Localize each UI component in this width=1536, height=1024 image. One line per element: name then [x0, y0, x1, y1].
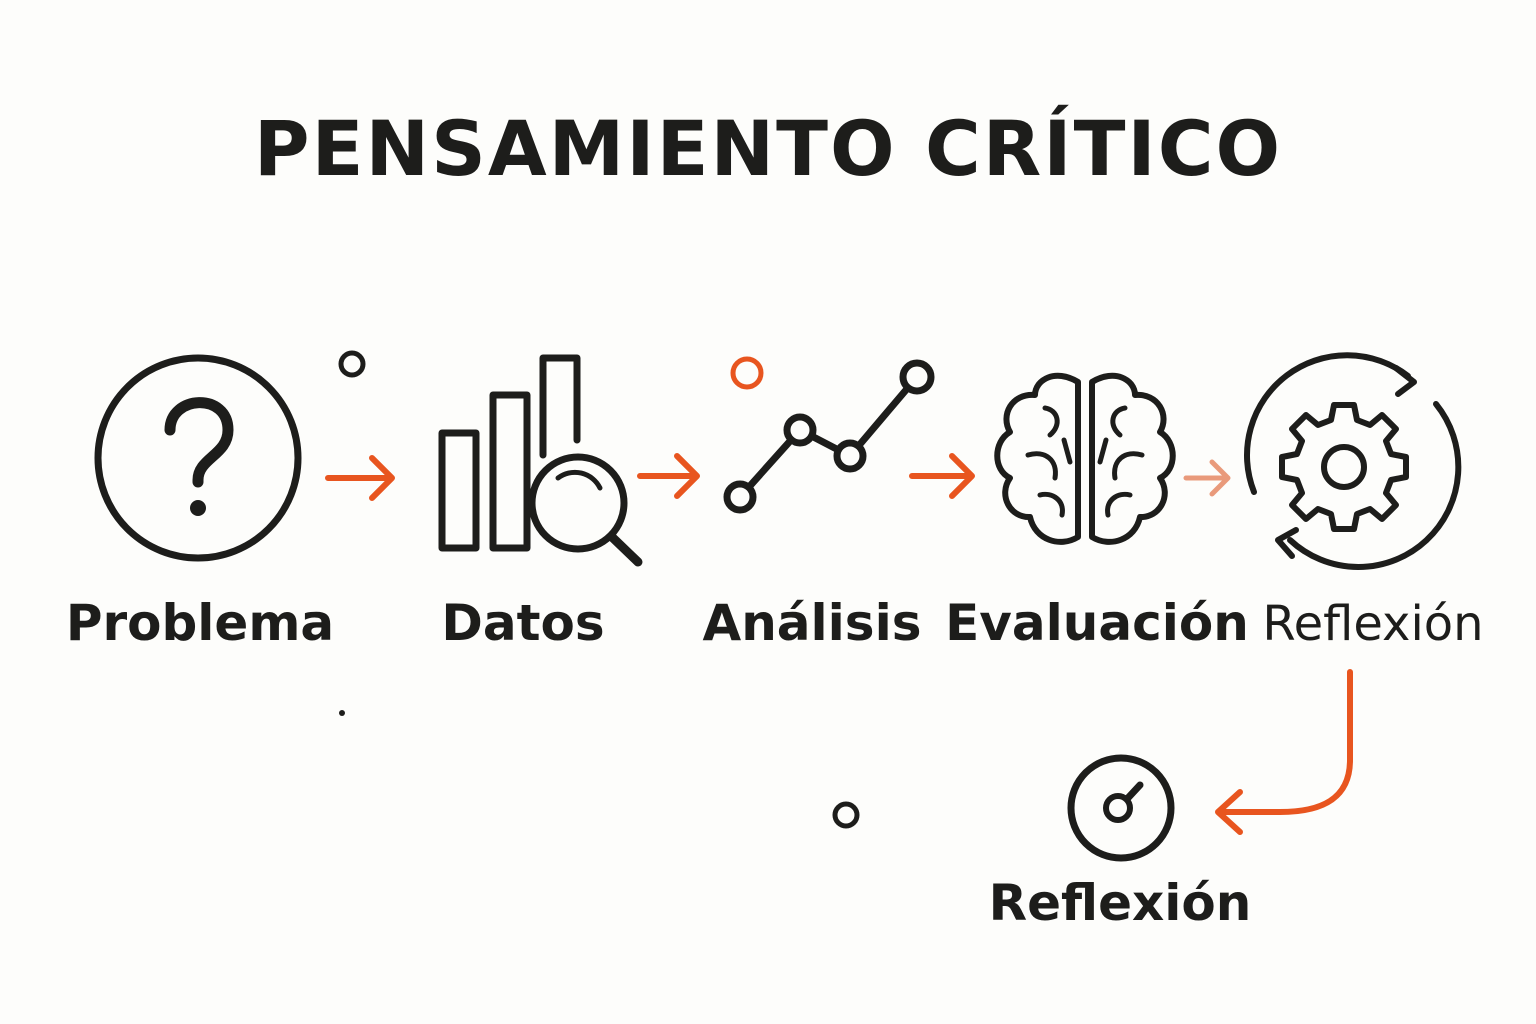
- bar-chart-magnifier-icon: [438, 354, 643, 567]
- step-label: Análisis: [703, 594, 922, 652]
- step-label: Reflexión: [1262, 596, 1483, 652]
- arrow-right-icon: [325, 455, 395, 501]
- step-reflexion-final: Reflexión: [989, 754, 1252, 932]
- step-analisis: Análisis: [703, 359, 935, 652]
- line-graph-icon: [723, 359, 935, 514]
- question-icon: [94, 354, 302, 562]
- decorative-dots: [338, 350, 860, 829]
- arrow-right-icon: [637, 453, 700, 499]
- decorative-dot: [338, 350, 366, 378]
- gauge-icon: [1067, 754, 1175, 862]
- arrow-right-icon: [1183, 459, 1231, 497]
- step-reflexion: Reflexión: [1244, 352, 1484, 652]
- decorative-dot: [730, 356, 764, 390]
- cycle-gear-icon: [1244, 352, 1462, 570]
- step-label: Evaluación: [945, 594, 1249, 652]
- final-step-label: Reflexión: [989, 874, 1252, 932]
- page-title: PENSAMIENTO CRÍTICO: [254, 104, 1282, 193]
- step-label: Datos: [441, 594, 604, 652]
- step-evaluacion: Evaluación: [945, 372, 1249, 652]
- step-problema: Problema: [66, 354, 334, 652]
- curved-arrow-icon: [1215, 669, 1353, 835]
- step-datos: Datos: [438, 354, 643, 652]
- decorative-dot: [339, 710, 345, 716]
- brain-icon: [994, 372, 1176, 545]
- arrow-right-icon: [909, 453, 975, 499]
- gear-icon: [1279, 402, 1409, 532]
- decorative-dot: [832, 801, 860, 829]
- step-label: Problema: [66, 594, 334, 652]
